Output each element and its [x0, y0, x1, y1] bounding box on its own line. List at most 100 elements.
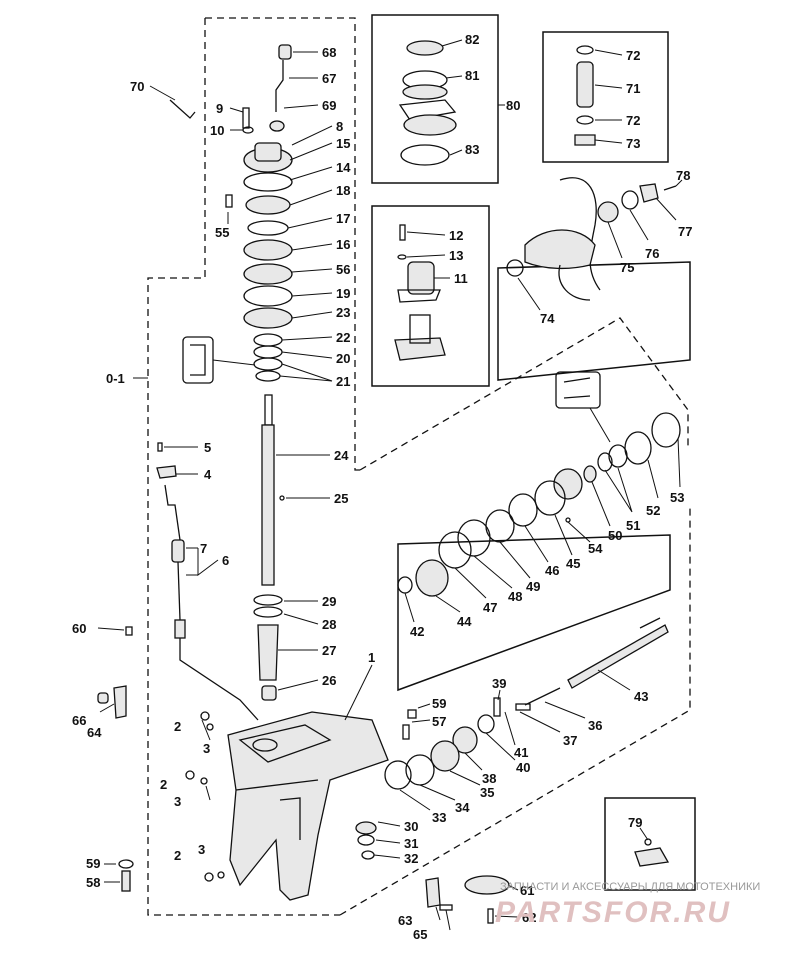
callout-25: 25: [334, 491, 348, 506]
callout-34: 34: [455, 800, 470, 815]
callout-33: 33: [432, 810, 446, 825]
callout-41: 41: [514, 745, 528, 760]
callout-53: 53: [670, 490, 684, 505]
callout-69: 69: [322, 98, 336, 113]
shift-rod-assembly: [156, 442, 259, 721]
callout-11: 11: [454, 271, 468, 286]
watermark-caption: ЗАПЧАСТИ И АКСЕССУАРЫ ДЛЯ МОТОТЕХНИКИ: [500, 881, 760, 893]
callout-80: 80: [506, 98, 520, 113]
callout-2-b: 2: [160, 777, 167, 792]
driveshaft: [253, 394, 285, 701]
callout-65: 65: [413, 927, 427, 942]
callout-61: 61: [520, 883, 534, 898]
callout-77: 77: [678, 224, 692, 239]
callout-68: 68: [322, 45, 336, 60]
callout-45: 45: [566, 556, 580, 571]
callout-3-a: 3: [203, 741, 210, 756]
pump-kit-parts: [398, 40, 457, 166]
callout-52: 52: [646, 503, 660, 518]
callout-73: 73: [626, 136, 640, 151]
callout-64: 64: [87, 725, 102, 740]
callout-82: 82: [465, 32, 479, 47]
callout-6: 6: [222, 553, 229, 568]
fasteners: [97, 626, 510, 924]
callout-21: 21: [336, 374, 350, 389]
callout-66: 66: [72, 713, 86, 728]
bearing-detail-callout: [555, 371, 611, 443]
callout-labels: 68 67 70 9 69 10 8 15 14 18 55 17 16 56 …: [72, 32, 692, 942]
water-pump-kit-box: [371, 14, 499, 184]
pump-base-parts: [394, 224, 446, 361]
callout-58: 58: [86, 875, 100, 890]
callout-50: 50: [608, 528, 622, 543]
anode-kit-box: [604, 797, 696, 891]
callout-75: 75: [620, 260, 634, 275]
propeller: [506, 177, 677, 301]
callout-36: 36: [588, 718, 602, 733]
propeller-box: [497, 261, 691, 381]
callout-14: 14: [336, 160, 351, 175]
callout-44: 44: [457, 614, 472, 629]
callout-42: 42: [410, 624, 424, 639]
seal-detail-callout: [182, 336, 256, 384]
callout-26: 26: [322, 673, 336, 688]
callout-35: 35: [480, 785, 494, 800]
callout-56: 56: [336, 262, 350, 277]
callout-79: 79: [628, 815, 642, 830]
callout-63: 63: [398, 913, 412, 928]
callout-0-1: 0-1: [106, 371, 125, 386]
callout-10: 10: [210, 123, 224, 138]
callout-81: 81: [465, 68, 479, 83]
callout-46: 46: [545, 563, 559, 578]
callout-48: 48: [508, 589, 522, 604]
callout-7: 7: [200, 541, 207, 556]
callout-16: 16: [336, 237, 350, 252]
callout-49: 49: [526, 579, 540, 594]
callout-13: 13: [449, 248, 463, 263]
callout-22: 22: [336, 330, 350, 345]
callout-15: 15: [336, 136, 350, 151]
tube-kit-parts: [574, 45, 596, 146]
callout-2-a: 2: [174, 719, 181, 734]
callout-76: 76: [645, 246, 659, 261]
callout-60: 60: [72, 621, 86, 636]
callout-72-a: 72: [626, 48, 640, 63]
callout-4: 4: [204, 467, 212, 482]
callout-59-b: 59: [86, 856, 100, 871]
propeller-shaft: [567, 617, 669, 689]
callout-57: 57: [432, 714, 446, 729]
callout-20: 20: [336, 351, 350, 366]
water-pump-stack: [169, 44, 293, 382]
watermark-logo: PARTSFOR.RU: [495, 896, 731, 929]
callout-9: 9: [216, 101, 223, 116]
callout-28: 28: [322, 617, 336, 632]
callout-83: 83: [465, 142, 479, 157]
callout-5: 5: [204, 440, 211, 455]
callout-70: 70: [130, 79, 144, 94]
forward-gear-parts: [384, 687, 561, 790]
callout-74: 74: [540, 311, 555, 326]
gear-stack: [397, 412, 681, 597]
pump-base-box: [371, 205, 490, 387]
callout-37: 37: [563, 733, 577, 748]
callout-71: 71: [626, 81, 640, 96]
callout-18: 18: [336, 183, 350, 198]
callout-29: 29: [322, 594, 336, 609]
callout-39: 39: [492, 676, 506, 691]
callout-78: 78: [676, 168, 690, 183]
callout-8: 8: [336, 119, 343, 134]
callout-3-b: 3: [174, 794, 181, 809]
assembly-outline-main: [147, 17, 691, 916]
callout-51: 51: [626, 518, 640, 533]
callout-3-c: 3: [198, 842, 205, 857]
leader-lines: [97, 39, 683, 931]
callout-55: 55: [215, 225, 229, 240]
callout-31: 31: [404, 836, 418, 851]
callout-12: 12: [449, 228, 463, 243]
callout-1: 1: [368, 650, 375, 665]
callout-17: 17: [336, 211, 350, 226]
callout-27: 27: [322, 643, 336, 658]
callout-59-a: 59: [432, 696, 446, 711]
callout-47: 47: [483, 600, 497, 615]
